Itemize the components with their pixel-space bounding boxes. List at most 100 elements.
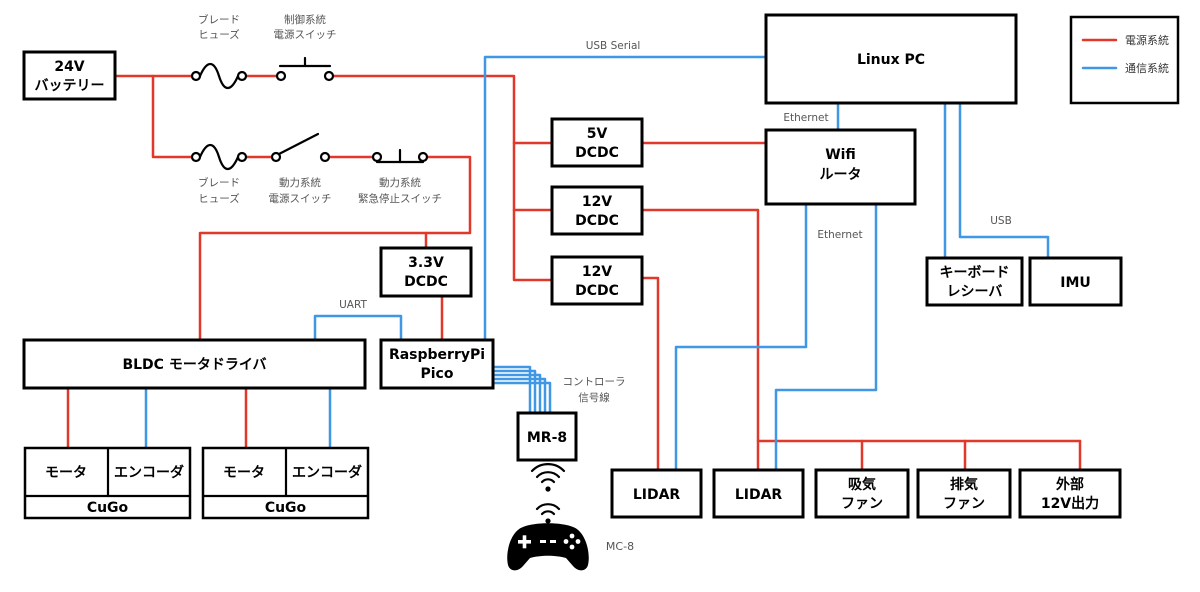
wifi-router-box: Wifi ルータ	[764, 128, 917, 206]
power-line-12v-b-to-lidar	[640, 276, 660, 472]
estop-switch-label-line2: 緊急停止スイッチ	[358, 192, 442, 205]
emergency-stop-switch-symbol	[371, 148, 429, 164]
fuse-bottom-label-line1: ブレード	[198, 176, 240, 189]
cugo-1-motor-label: モータ	[45, 465, 87, 481]
wifi-router-label-line1: Wifi	[825, 147, 856, 163]
dcdc-12v-b-box: 12V DCDC	[550, 255, 644, 306]
keyboard-receiver-box: キーボード レシーバ	[925, 256, 1024, 307]
exhaust-fan-label-line2: ファン	[943, 496, 985, 512]
dcdc-5v-box: 5V DCDC	[550, 117, 644, 168]
imu-box: IMU	[1028, 256, 1123, 307]
dcdc-3v3-label-line2: DCDC	[404, 274, 448, 290]
pico-label-line2: Pico	[421, 366, 454, 382]
keyboard-receiver-label-line2: レシーバ	[947, 284, 1003, 300]
intake-fan-label-line1: 吸気	[848, 476, 876, 493]
bldc-driver-label: BLDC モータドライバ	[122, 357, 266, 373]
comm-line-controller-5	[491, 381, 552, 415]
bldc-driver-box: BLDC モータドライバ	[22, 338, 367, 390]
external-12v-label-line1: 外部	[1056, 476, 1084, 493]
lidar-1-box: LIDAR	[610, 468, 703, 519]
ethernet-lidar-label: Ethernet	[817, 229, 862, 241]
power-line-12v-a-bus	[640, 208, 760, 472]
lidar-1-label: LIDAR	[633, 487, 681, 503]
drive-power-switch-symbol	[270, 132, 331, 163]
intake-fan-label-line2: ファン	[841, 496, 883, 512]
cugo-2-encoder-label: エンコーダ	[292, 464, 362, 481]
dcdc-12v-a-label-line1: 12V	[582, 194, 612, 210]
dcdc-12v-a-box: 12V DCDC	[550, 185, 644, 236]
dcdc-12v-b-label-line1: 12V	[582, 264, 612, 280]
power-lines	[66, 74, 1082, 472]
mr8-label: MR-8	[527, 430, 567, 446]
power-line-battery-branch	[151, 74, 194, 159]
comm-line-usb-imu	[958, 101, 1050, 260]
comm-line-ethernet-lidar-1	[674, 202, 808, 472]
ethernet-pc-label: Ethernet	[783, 112, 828, 124]
battery-label-line2: バッテリー	[35, 78, 105, 94]
usb-label: USB	[990, 215, 1012, 227]
comm-line-controller-3	[491, 373, 542, 415]
mc8-label: MC-8	[606, 540, 634, 553]
usb-serial-label: USB Serial	[586, 40, 641, 52]
dcdc-12v-b-label-line2: DCDC	[575, 283, 619, 299]
external-12v-output-box: 外部 12V出力	[1018, 468, 1122, 519]
cugo-1-name-label: CuGo	[87, 500, 129, 516]
legend-comm-label: 通信系統	[1125, 61, 1169, 75]
dcdc-3v3-box: 3.3V DCDC	[379, 246, 473, 298]
dcdc-3v3-label-line1: 3.3V	[408, 255, 444, 271]
controller-signal-label-line2: 信号線	[578, 391, 610, 404]
control-switch-label-line1: 制御系統	[284, 13, 326, 26]
cugo-unit-2: モータ エンコーダ CuGo	[201, 446, 370, 520]
mr8-receiver-box: MR-8	[516, 411, 578, 462]
comm-lines	[144, 55, 1050, 472]
dcdc-12v-a-label-line2: DCDC	[575, 213, 619, 229]
controller-signal-label-line1: コントローラ	[563, 376, 626, 388]
cugo-1-encoder-label: エンコーダ	[114, 464, 184, 481]
wireless-signal-icon	[530, 463, 566, 524]
fuse-top-label-line1: ブレード	[198, 13, 240, 26]
estop-switch-label-line1: 動力系統	[379, 176, 421, 189]
power-line-to-12v-dcdc-a	[512, 141, 554, 212]
fuse-bottom-label-line2: ヒューズ	[198, 192, 239, 205]
exhaust-fan-box: 排気 ファン	[916, 468, 1012, 519]
cugo-unit-1: モータ エンコーダ CuGo	[23, 446, 192, 520]
external-12v-label-line2: 12V出力	[1041, 495, 1099, 512]
dcdc-5v-label-line2: DCDC	[575, 145, 619, 161]
linux-pc-box: Linux PC	[764, 13, 1018, 105]
battery-label-line1: 24V	[54, 59, 84, 75]
legend: 電源系統 通信系統	[1069, 15, 1180, 105]
lidar-2-box: LIDAR	[712, 468, 805, 519]
dcdc-5v-label-line1: 5V	[587, 126, 608, 142]
comm-line-controller-2	[491, 369, 537, 415]
drive-switch-label-line2: 電源スイッチ	[269, 192, 332, 205]
cugo-2-motor-label: モータ	[223, 465, 265, 481]
comm-line-uart	[313, 314, 403, 342]
fuse-top-label-line2: ヒューズ	[198, 28, 239, 41]
comm-line-controller-1	[491, 365, 532, 415]
cugo-2-name-label: CuGo	[265, 500, 307, 516]
raspberry-pi-pico-box: RaspberryPi Pico	[379, 338, 495, 390]
linux-pc-label: Linux PC	[857, 52, 925, 68]
fuse-symbol-bottom	[190, 143, 248, 171]
intake-fan-box: 吸気 ファン	[814, 468, 910, 519]
battery-box: 24V バッテリー	[22, 50, 117, 101]
power-line-estop-out	[198, 155, 472, 342]
uart-label: UART	[339, 299, 367, 311]
power-line-control-switch-out	[331, 74, 554, 145]
legend-power-label: 電源系統	[1125, 33, 1169, 47]
drive-switch-label-line1: 動力系統	[279, 176, 321, 189]
comm-line-controller-4	[491, 377, 547, 415]
gamepad-icon	[507, 523, 589, 571]
control-switch-label-line2: 電源スイッチ	[274, 28, 337, 41]
lidar-2-label: LIDAR	[735, 487, 783, 503]
comm-line-ethernet-lidar-2	[774, 202, 878, 472]
exhaust-fan-label-line1: 排気	[950, 476, 978, 493]
comm-line-usb-serial	[483, 55, 768, 342]
fuse-symbol-top	[190, 62, 248, 90]
control-power-switch-symbol	[275, 56, 335, 82]
power-line-to-12v-dcdc-b	[512, 208, 554, 282]
pico-label-line1: RaspberryPi	[389, 347, 485, 363]
imu-label: IMU	[1060, 275, 1091, 291]
keyboard-receiver-label-line1: キーボード	[940, 265, 1010, 281]
